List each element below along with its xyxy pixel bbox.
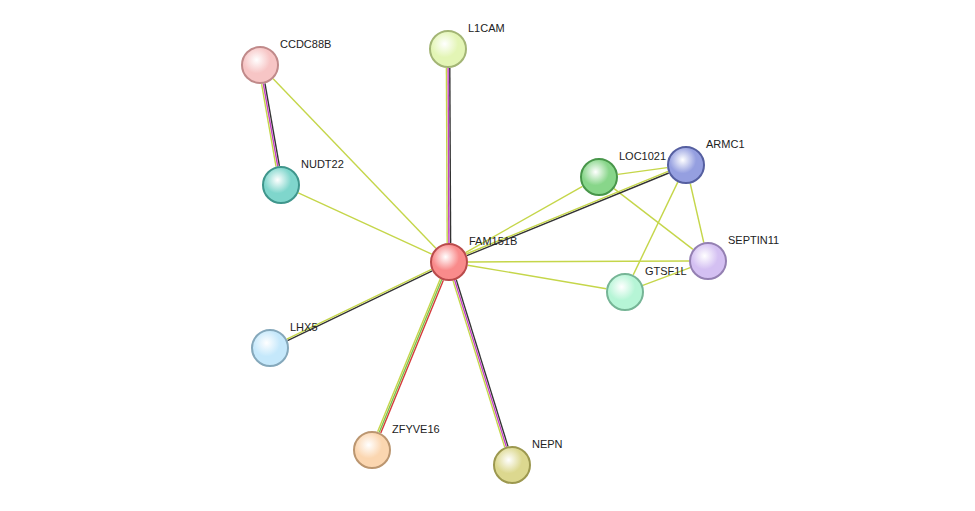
evidence-strand <box>447 68 449 243</box>
protein-node: NEPN <box>493 446 531 484</box>
evidence-strand <box>614 189 693 250</box>
interaction-edge <box>468 261 689 263</box>
evidence-strand <box>455 280 507 447</box>
protein-label: L1CAM <box>468 22 505 35</box>
evidence-strand <box>287 271 432 341</box>
evidence-strand <box>456 280 508 447</box>
protein-node: ARMC1 <box>667 146 705 184</box>
protein-label: NEPN <box>532 438 563 451</box>
protein-label: LHX5 <box>290 321 318 334</box>
evidence-strand <box>690 184 704 243</box>
evidence-strand <box>263 84 277 167</box>
evidence-strand <box>618 168 667 175</box>
protein-label: LOC1021 <box>619 150 666 163</box>
protein-label: NUDT22 <box>301 158 344 171</box>
protein-label: ARMC1 <box>706 138 745 151</box>
protein-node: GTSF1L <box>606 273 644 311</box>
protein-label: ZFYVE16 <box>392 423 440 436</box>
interaction-edge <box>298 193 431 254</box>
evidence-strand <box>265 83 279 166</box>
protein-node: CCDC88B <box>241 46 279 84</box>
interaction-edge <box>468 265 607 289</box>
protein-node: ZFYVE16 <box>353 431 391 469</box>
protein-node: LOC1021 <box>580 158 618 196</box>
protein-label: SEPTIN11 <box>728 234 779 247</box>
evidence-strand <box>273 79 436 249</box>
protein-node: L1CAM <box>429 30 467 68</box>
interaction-edge <box>453 280 508 448</box>
interaction-edge <box>618 168 667 175</box>
interaction-edge <box>287 269 432 340</box>
evidence-strand <box>466 186 583 252</box>
interaction-edge <box>614 189 693 250</box>
evidence-strand <box>381 280 444 433</box>
protein-label: GTSF1L <box>645 265 687 278</box>
protein-label: CCDC88B <box>280 38 331 51</box>
interaction-edge <box>466 186 583 252</box>
interaction-edge <box>378 279 444 433</box>
evidence-strand <box>467 173 669 256</box>
protein-node: FAM151B <box>430 243 468 281</box>
evidence-strand <box>378 279 441 432</box>
protein-node: SEPTIN11 <box>689 242 727 280</box>
evidence-strand <box>468 260 689 262</box>
protein-node: LHX5 <box>251 329 289 367</box>
protein-label: FAM151B <box>469 235 517 248</box>
interaction-edge <box>262 83 280 166</box>
evidence-strand <box>379 280 442 433</box>
interaction-edge <box>690 184 704 243</box>
evidence-strand <box>468 265 607 289</box>
evidence-strand <box>262 84 276 167</box>
evidence-strand <box>287 269 432 339</box>
evidence-strand <box>466 171 668 254</box>
interaction-edge <box>446 68 450 243</box>
evidence-strand <box>298 193 431 254</box>
protein-node: NUDT22 <box>262 166 300 204</box>
interaction-edge <box>466 171 668 255</box>
interaction-edge <box>273 79 436 249</box>
evidence-strand <box>446 68 448 243</box>
evidence-strand <box>453 281 505 448</box>
